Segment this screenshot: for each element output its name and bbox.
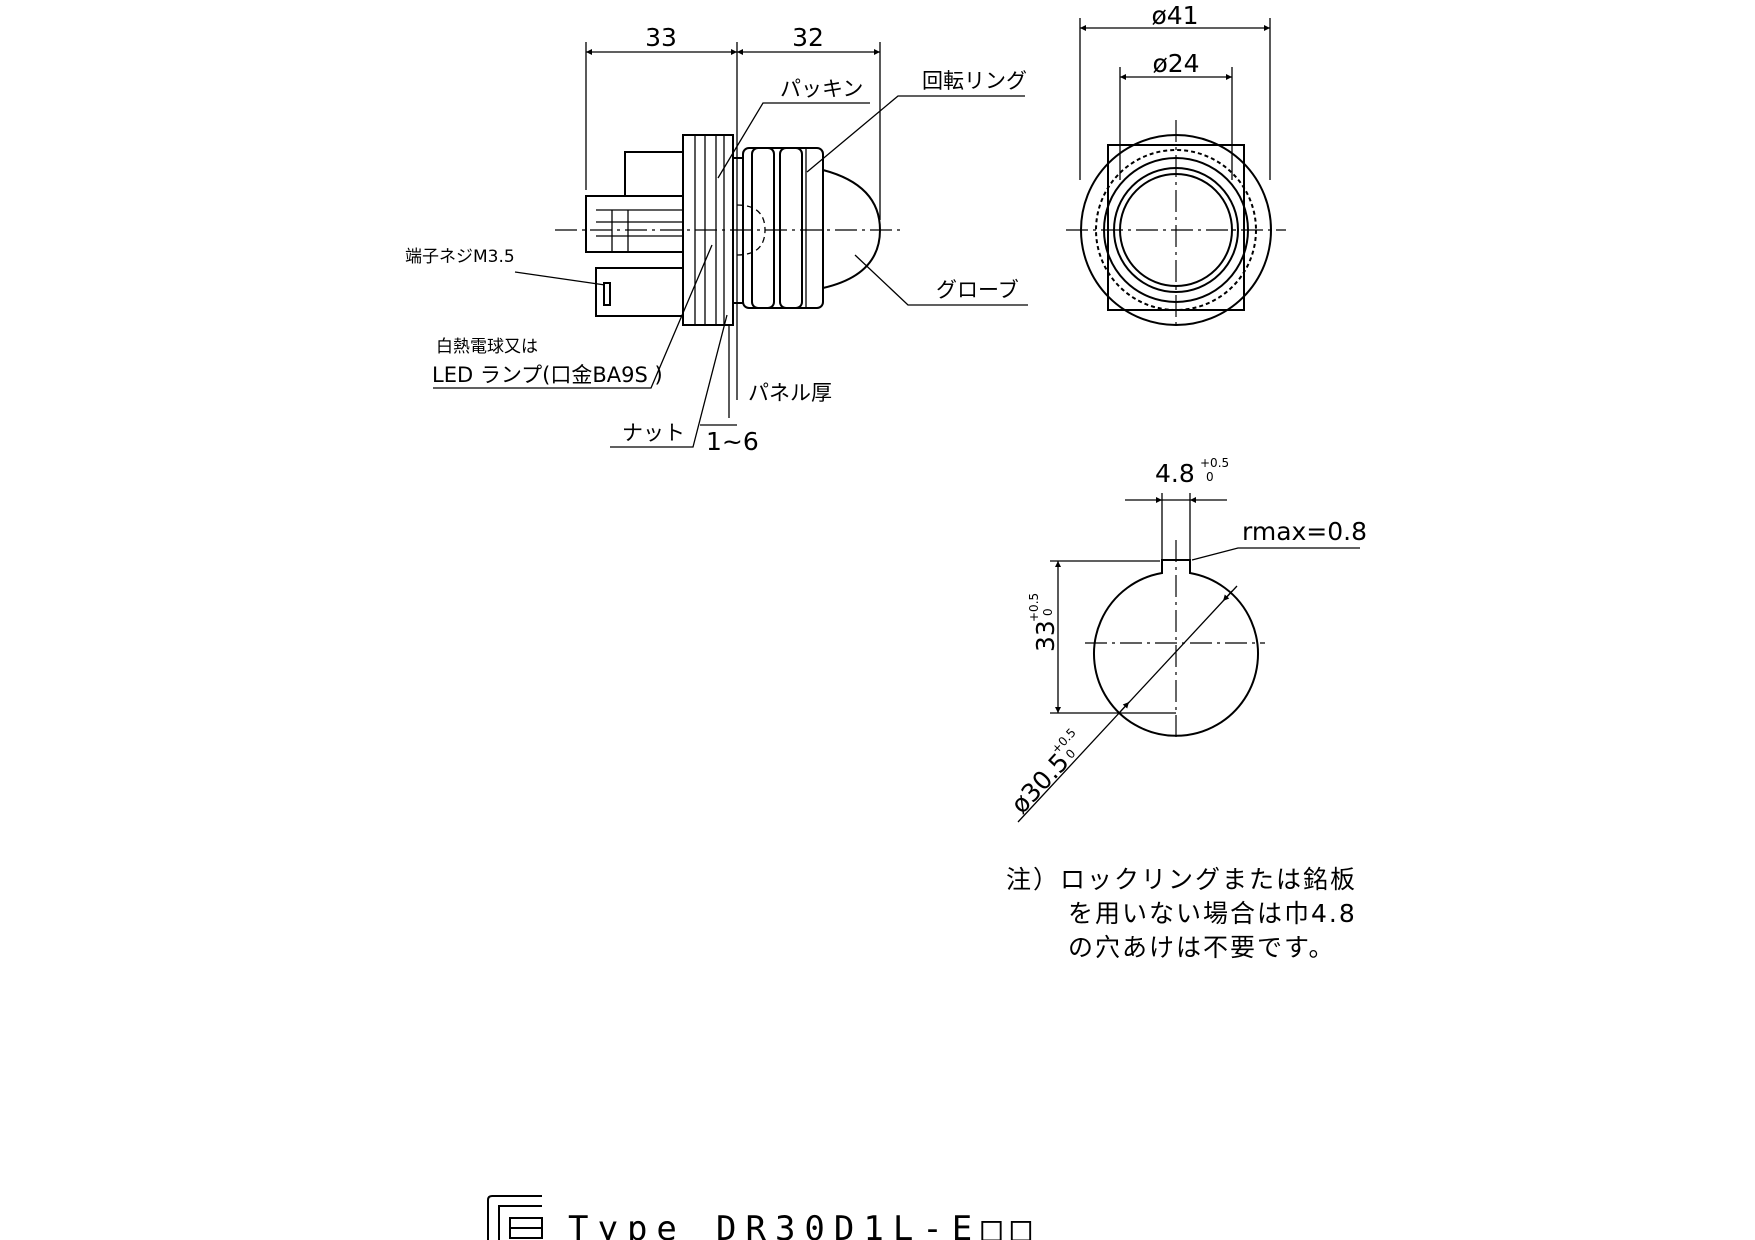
dim-key-width-tol-lower: 0 [1206, 470, 1214, 484]
label-nut: ナット [622, 421, 685, 445]
leader-lamp [433, 244, 713, 389]
title-block: Type DR30D1L-E□□ [487, 1195, 1040, 1240]
label-lamp-line1: 白熱電球又は [436, 337, 538, 357]
label-rotating-ring: 回転リング [922, 69, 1027, 93]
label-terminal-screw: 端子ネジM3.5 [405, 247, 515, 267]
front-view: ø41 ø24 [1066, 1, 1286, 328]
dim-panel-range: 1~6 [706, 427, 759, 456]
dim-height-tol-lower: 0 [1041, 608, 1055, 616]
dim-key-width: 4.8 [1155, 459, 1195, 488]
note-line2: を用いない場合は巾4.8 [1068, 899, 1357, 928]
leader-terminal-screw [514, 271, 606, 286]
manufacturer-logo [487, 1195, 543, 1240]
dim-33-text: 33 [645, 23, 677, 52]
dim-key-width-tol-upper: +0.5 [1200, 456, 1229, 470]
dim-32-text: 32 [792, 23, 824, 52]
leader-packing [717, 102, 870, 179]
dim-height-tol-upper: +0.5 [1027, 593, 1041, 622]
note: 注）ロックリングまたは銘板 を用いない場合は巾4.8 の穴あけは不要です。 [1006, 865, 1357, 962]
label-glove: グローブ [936, 278, 1019, 302]
label-packing: パッキン [780, 77, 863, 101]
title-type-label: Type [568, 1209, 686, 1240]
leader-rmax [1191, 547, 1360, 561]
title-model: DR30D1L-E□□ [716, 1209, 1040, 1240]
note-line3: の穴あけは不要です。 [1068, 933, 1336, 962]
label-lamp-line2: LED ランプ(口金BA9S ) [432, 363, 663, 387]
note-line1: 注）ロックリングまたは銘板 [1006, 865, 1357, 894]
cutout-outline [1093, 559, 1259, 737]
leader-nut [610, 314, 728, 448]
side-view: 33 32 [405, 23, 1028, 456]
dim-d41-text: ø41 [1151, 1, 1198, 30]
leader-rotating-ring [806, 95, 1025, 173]
leader-glove [854, 254, 1028, 306]
dim-rmax: rmax=0.8 [1242, 517, 1367, 546]
dim-d24-text: ø24 [1152, 49, 1199, 78]
dim-diameter: ø30.5 [1005, 747, 1075, 819]
dim-height: 33 [1031, 620, 1060, 652]
terminal-block [585, 151, 684, 317]
label-panel-thickness: パネル厚 [748, 381, 832, 405]
rotating-ring [742, 147, 824, 309]
panel-cutout: 4.8 +0.5 0 rmax=0.8 33 +0.5 0 ø30.5 +0.5… [1005, 456, 1367, 823]
